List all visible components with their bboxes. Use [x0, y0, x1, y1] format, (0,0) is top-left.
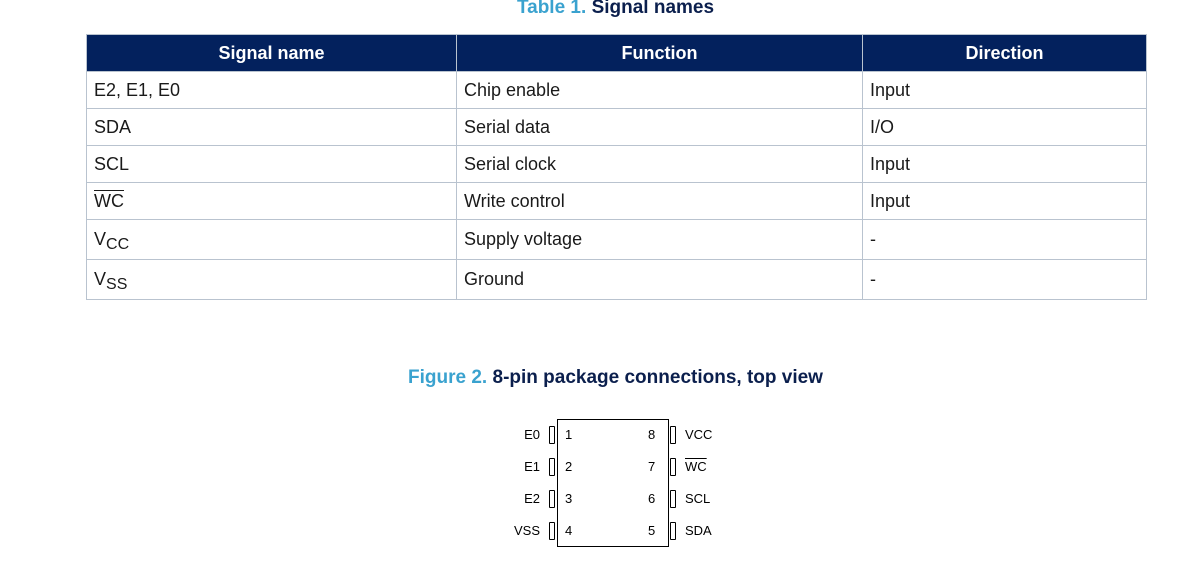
signal-cell: SCL [86, 145, 457, 183]
figure-caption-title: 8-pin package connections, top view [492, 367, 823, 388]
pin-name-left: VSS [513, 523, 540, 538]
pin-pad [549, 458, 555, 476]
pin-diagram: E0 1 E1 2 E2 3 VSS 4 8 VCC 7 WC 6 SCL 5 … [500, 416, 730, 552]
pin-pad [549, 490, 555, 508]
header-signal-name: Signal name [86, 34, 457, 72]
pin-number: 8 [648, 427, 656, 442]
table-row: SDA Serial data I/O [86, 108, 1147, 146]
direction-cell: I/O [862, 108, 1147, 146]
signal-cell: SDA [86, 108, 457, 146]
pin-pad [670, 426, 676, 444]
pin-pad [549, 522, 555, 540]
header-function: Function [456, 34, 863, 72]
function-cell: Ground [456, 259, 863, 300]
direction-cell: Input [862, 71, 1147, 109]
pin-number: 2 [565, 459, 573, 474]
table-caption: Table 1. Signal names [0, 0, 1179, 19]
signal-names-table: Signal name Function Direction E2, E1, E… [86, 34, 1147, 300]
pin-number: 1 [565, 427, 573, 442]
direction-cell: - [862, 219, 1147, 260]
pin-number: 4 [565, 523, 573, 538]
signal-main: V [94, 269, 107, 289]
signal-subscript: CC [106, 236, 130, 253]
figure-caption: Figure 2. 8-pin package connections, top… [0, 367, 1179, 389]
pin-number: 7 [648, 459, 656, 474]
chip-body [557, 419, 669, 547]
pin-pad [670, 490, 676, 508]
pin-name-right: SDA [685, 523, 712, 538]
pin-number: 6 [648, 491, 656, 506]
direction-cell: Input [862, 145, 1147, 183]
function-cell: Write control [456, 182, 863, 220]
pin-pad [670, 458, 676, 476]
pin-name-left: E0 [524, 427, 540, 442]
pin-name-right: SCL [685, 491, 711, 506]
signal-overline-text: WC [94, 190, 124, 211]
table-caption-title: Signal names [591, 0, 715, 18]
signal-cell: WC [86, 182, 457, 220]
table-row: VCC Supply voltage - [86, 219, 1147, 260]
table-caption-number: Table 1. [516, 0, 587, 18]
pin-pad [670, 522, 676, 540]
direction-cell: Input [862, 182, 1147, 220]
pin-name-right: VCC [685, 427, 713, 442]
function-cell: Chip enable [456, 71, 863, 109]
signal-cell: VCC [86, 219, 457, 260]
signal-cell: E2, E1, E0 [86, 71, 457, 109]
pin-number: 3 [565, 491, 573, 506]
signal-cell: VSS [86, 259, 457, 300]
signal-main: V [94, 229, 107, 249]
pin-name-left: E2 [524, 491, 540, 506]
header-direction: Direction [862, 34, 1147, 72]
direction-cell: - [862, 259, 1147, 300]
function-cell: Serial clock [456, 145, 863, 183]
pin-name-right: WC [685, 459, 707, 474]
function-cell: Serial data [456, 108, 863, 146]
pin-name-left: E1 [524, 459, 540, 474]
table-row: E2, E1, E0 Chip enable Input [86, 71, 1147, 109]
table-header-row: Signal name Function Direction [86, 34, 1147, 72]
figure-caption-number: Figure 2. [408, 367, 488, 388]
function-cell: Supply voltage [456, 219, 863, 260]
table-row: SCL Serial clock Input [86, 145, 1147, 183]
table-row: VSS Ground - [86, 259, 1147, 300]
pin-number: 5 [648, 523, 656, 538]
signal-subscript: SS [106, 276, 128, 293]
pin-pad [549, 426, 555, 444]
table-row: WC Write control Input [86, 182, 1147, 220]
